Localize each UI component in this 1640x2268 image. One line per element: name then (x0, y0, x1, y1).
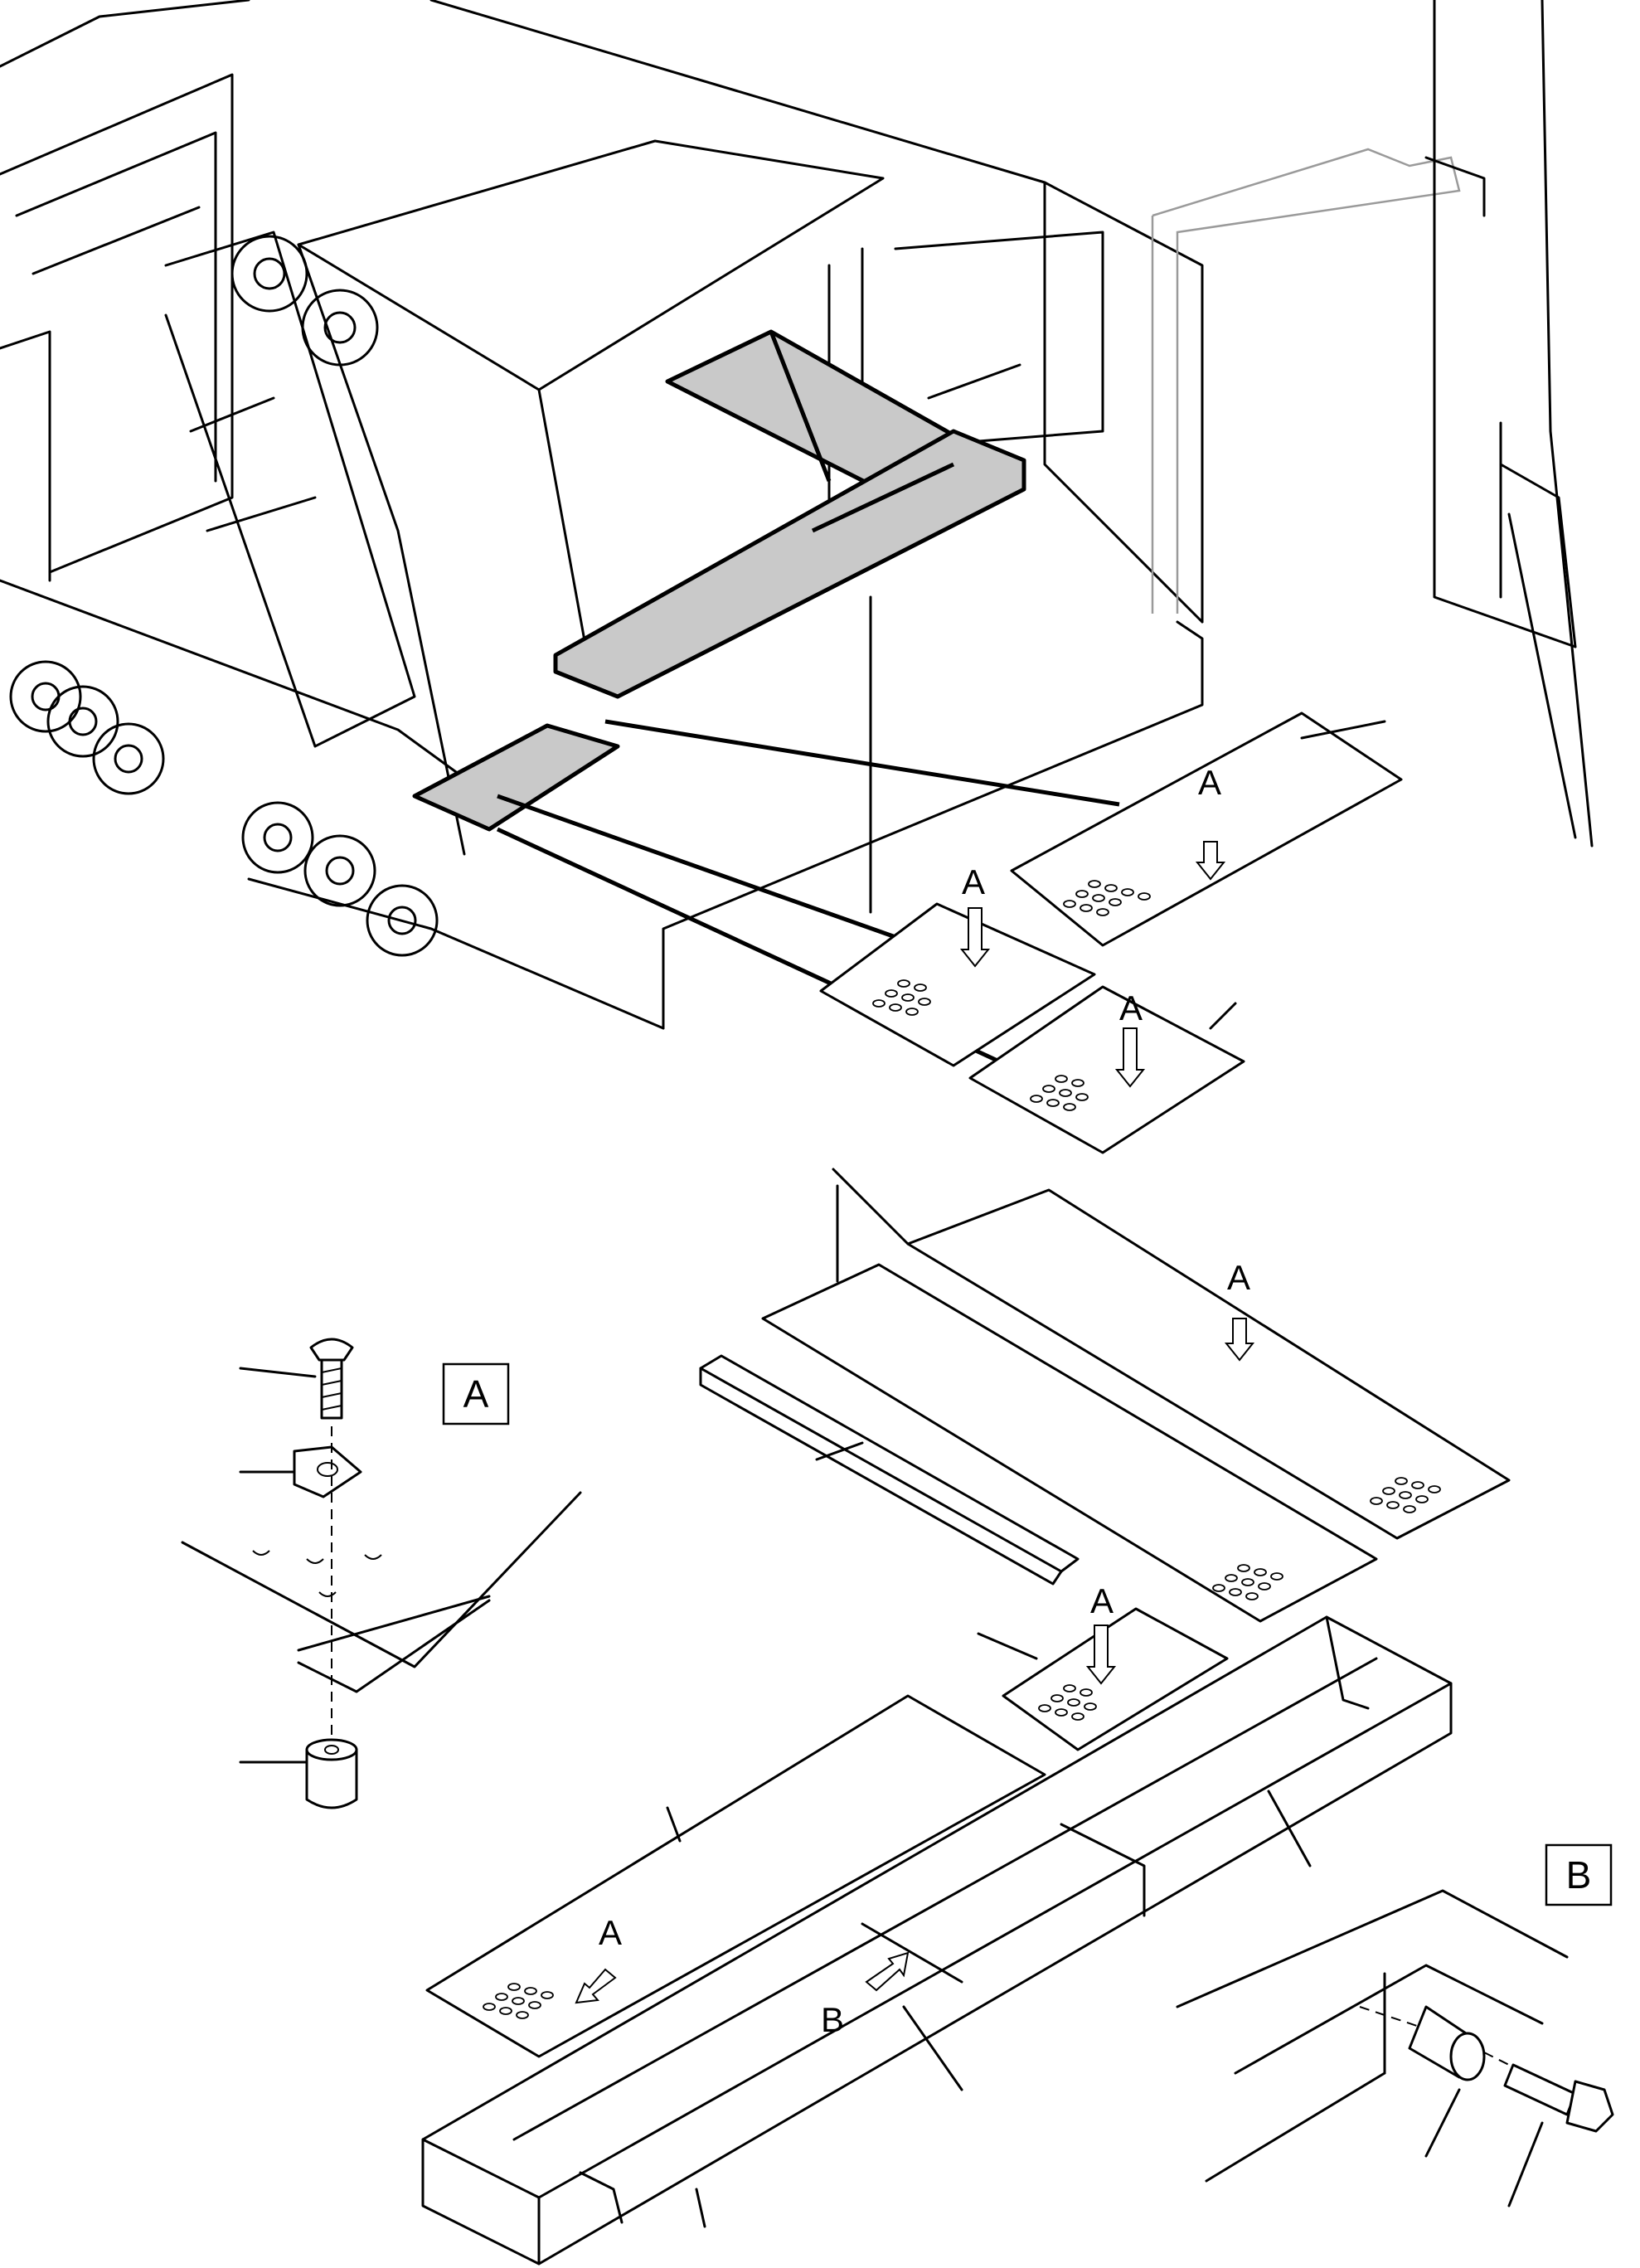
long-panel-upper (906, 1188, 1511, 1540)
callout-label: A (1198, 763, 1221, 802)
perforated-panel-1 (1010, 711, 1403, 947)
tray-frame (421, 1615, 1453, 2266)
callout-label: A (1090, 1581, 1114, 1620)
callout-label: A (599, 1913, 622, 1952)
detail-a-fastener-stack (181, 1338, 582, 1809)
view-arrows (575, 841, 1255, 2004)
long-panel-middle (761, 1263, 1378, 1623)
machine-body (0, 0, 1594, 1030)
highlighted-walkway-assembly (412, 329, 1120, 1089)
arrow-up-icon (865, 1951, 910, 1992)
arrow-down-icon (1224, 1318, 1255, 1362)
perforated-panel-3 (968, 985, 1245, 1154)
detail-box-b-label: B (1566, 1853, 1592, 1896)
callout-label: A (962, 862, 985, 901)
callout-label: A (1119, 988, 1143, 1027)
detail-box-a: A (442, 1362, 510, 1425)
callout-label: A (1227, 1258, 1250, 1297)
arrow-down-icon (959, 907, 991, 968)
arrow-down-icon (575, 1968, 617, 2004)
detail-box-b: B (1545, 1843, 1613, 1906)
callout-label-b: B (821, 2000, 844, 2039)
detail-box-a-label: A (463, 1372, 489, 1416)
small-perforated-panel (1002, 1607, 1229, 1751)
arrow-down-icon (1195, 841, 1226, 881)
arrow-down-icon (1114, 1027, 1146, 1088)
detail-b-spacer-bolt (1176, 1889, 1614, 2207)
angle-profile (699, 1354, 1080, 1586)
perforated-panel-2 (819, 902, 1096, 1067)
arrow-down-icon (1085, 1625, 1117, 1685)
callout-labels: A A A A A A B (599, 763, 1250, 2039)
lower-long-panel (425, 1694, 1046, 2058)
